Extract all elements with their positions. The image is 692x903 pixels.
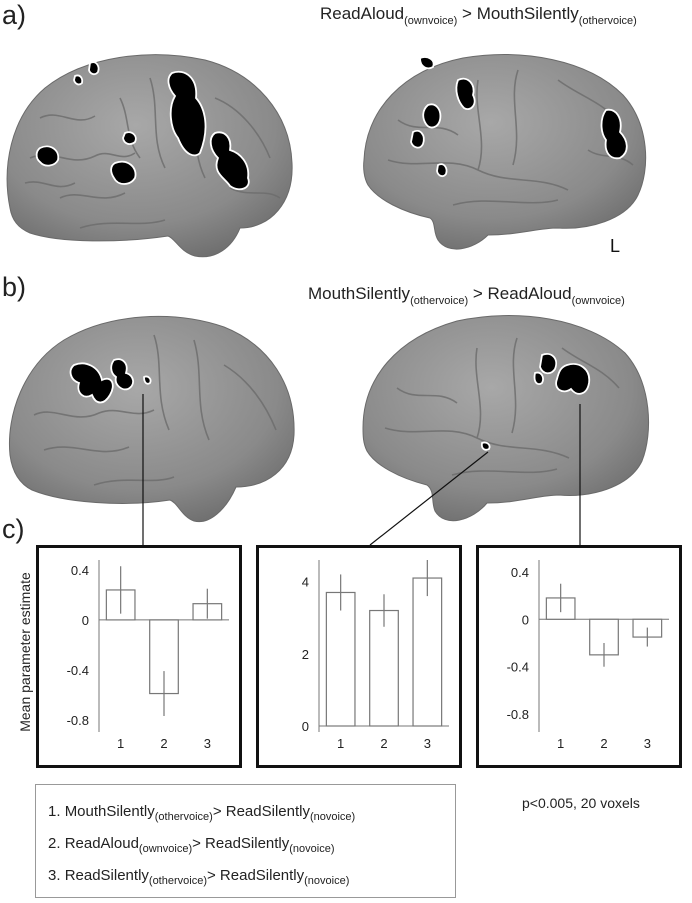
x-tick-label: 2: [600, 736, 607, 751]
x-tick-label: 1: [117, 736, 124, 751]
panel-a-contrast: ReadAloud(ownvoice) > MouthSilently(othe…: [320, 4, 637, 27]
legend-subscript: (novoice): [289, 843, 335, 855]
legend-item-3: 3. ReadSilently(othervoice)> ReadSilentl…: [48, 867, 349, 887]
connector-line: [369, 451, 489, 546]
legend-term: ReadSilently: [64, 867, 149, 884]
y-tick-label: 0: [522, 612, 529, 627]
y-tick-label: 2: [302, 647, 309, 662]
legend-subscript: (novoice): [304, 875, 350, 887]
y-tick-label: 0.4: [511, 565, 529, 580]
bar: [369, 609, 399, 727]
stats-threshold-note: p<0.005, 20 voxels: [522, 795, 640, 811]
bar-chart-1: 0.4 0 -0.4 -0.8 1 2 3: [36, 545, 242, 768]
legend-operator: >: [192, 835, 206, 852]
x-tick-label: 3: [204, 736, 211, 751]
y-tick-label: -0.4: [67, 663, 89, 678]
legend-item-2: 2. ReadAloud(ownvoice)> ReadSilently(nov…: [48, 835, 335, 855]
contrast-operator: >: [468, 284, 488, 303]
contrast-subscript: (ownvoice): [404, 15, 458, 27]
hemisphere-marker: L: [610, 236, 621, 256]
contrast-operator: >: [457, 4, 477, 23]
y-tick-label: 4: [302, 575, 309, 590]
bar-chart-3-plot: 0.4 0 -0.4 -0.8 1 2 3: [507, 560, 669, 751]
x-tick-label: 1: [557, 736, 564, 751]
legend-subscript: (othervoice): [148, 875, 207, 887]
panel-a-label: a): [2, 0, 27, 30]
legend-term: ReadAloud: [64, 835, 139, 852]
y-tick-label: 0: [82, 613, 89, 628]
legend-subscript: (novoice): [309, 811, 356, 823]
bar: [412, 577, 443, 727]
legend-subscript: (ownvoice): [138, 843, 193, 855]
legend-term: ReadSilently: [225, 803, 310, 820]
brain-surface-b-right-hemisphere: [8, 315, 295, 523]
contrast-subscript: (othervoice): [410, 295, 469, 307]
y-axis-label: Mean parameter estimate: [17, 572, 33, 732]
contrast-term: ReadAloud: [320, 4, 405, 23]
brain-surface-a-left-hemisphere: [363, 54, 647, 250]
legend-number: 2.: [48, 835, 65, 852]
contrast-legend: 1. MouthSilently(othervoice)> ReadSilent…: [35, 784, 456, 898]
legend-item-1: 1. MouthSilently(othervoice)> ReadSilent…: [48, 803, 355, 823]
y-tick-label: -0.8: [507, 707, 529, 722]
legend-operator: >: [206, 867, 220, 884]
legend-term: MouthSilently: [64, 803, 155, 820]
x-tick-label: 2: [160, 736, 167, 751]
brain-surface-a-right-hemisphere: [6, 54, 293, 258]
contrast-term: MouthSilently: [476, 4, 579, 23]
panel-b-label: b): [2, 272, 27, 302]
contrast-subscript: (othervoice): [578, 15, 637, 27]
bar-chart-3: 0.4 0 -0.4 -0.8 1 2 3: [476, 545, 682, 768]
contrast-term: MouthSilently: [308, 284, 411, 303]
y-tick-label: 0.4: [71, 563, 89, 578]
legend-number: 3.: [48, 867, 65, 884]
legend-subscript: (othervoice): [154, 811, 213, 823]
contrast-term: ReadAloud: [487, 284, 572, 303]
y-tick-label: -0.8: [67, 713, 89, 728]
y-tick-label: 0: [302, 719, 309, 734]
brain-surface-b-left-hemisphere: [362, 315, 650, 522]
panel-b-contrast: MouthSilently(othervoice) > ReadAloud(ow…: [308, 284, 625, 307]
x-tick-label: 3: [644, 736, 651, 751]
bar-chart-1-plot: 0.4 0 -0.4 -0.8 1 2 3: [67, 560, 229, 751]
legend-operator: >: [212, 803, 226, 820]
contrast-subscript: (ownvoice): [571, 295, 625, 307]
bar-chart-2-plot: 4 2 0 1 2 3: [302, 560, 449, 751]
x-tick-label: 1: [337, 736, 344, 751]
x-tick-label: 3: [424, 736, 431, 751]
bar: [325, 591, 356, 727]
bar-chart-2: 4 2 0 1 2 3: [256, 545, 462, 768]
legend-number: 1.: [48, 803, 65, 820]
legend-term: ReadSilently: [219, 867, 305, 884]
y-tick-label: -0.4: [507, 660, 529, 675]
panel-c-label: c): [2, 514, 25, 544]
x-tick-label: 2: [380, 736, 387, 751]
legend-term: ReadSilently: [205, 835, 290, 852]
